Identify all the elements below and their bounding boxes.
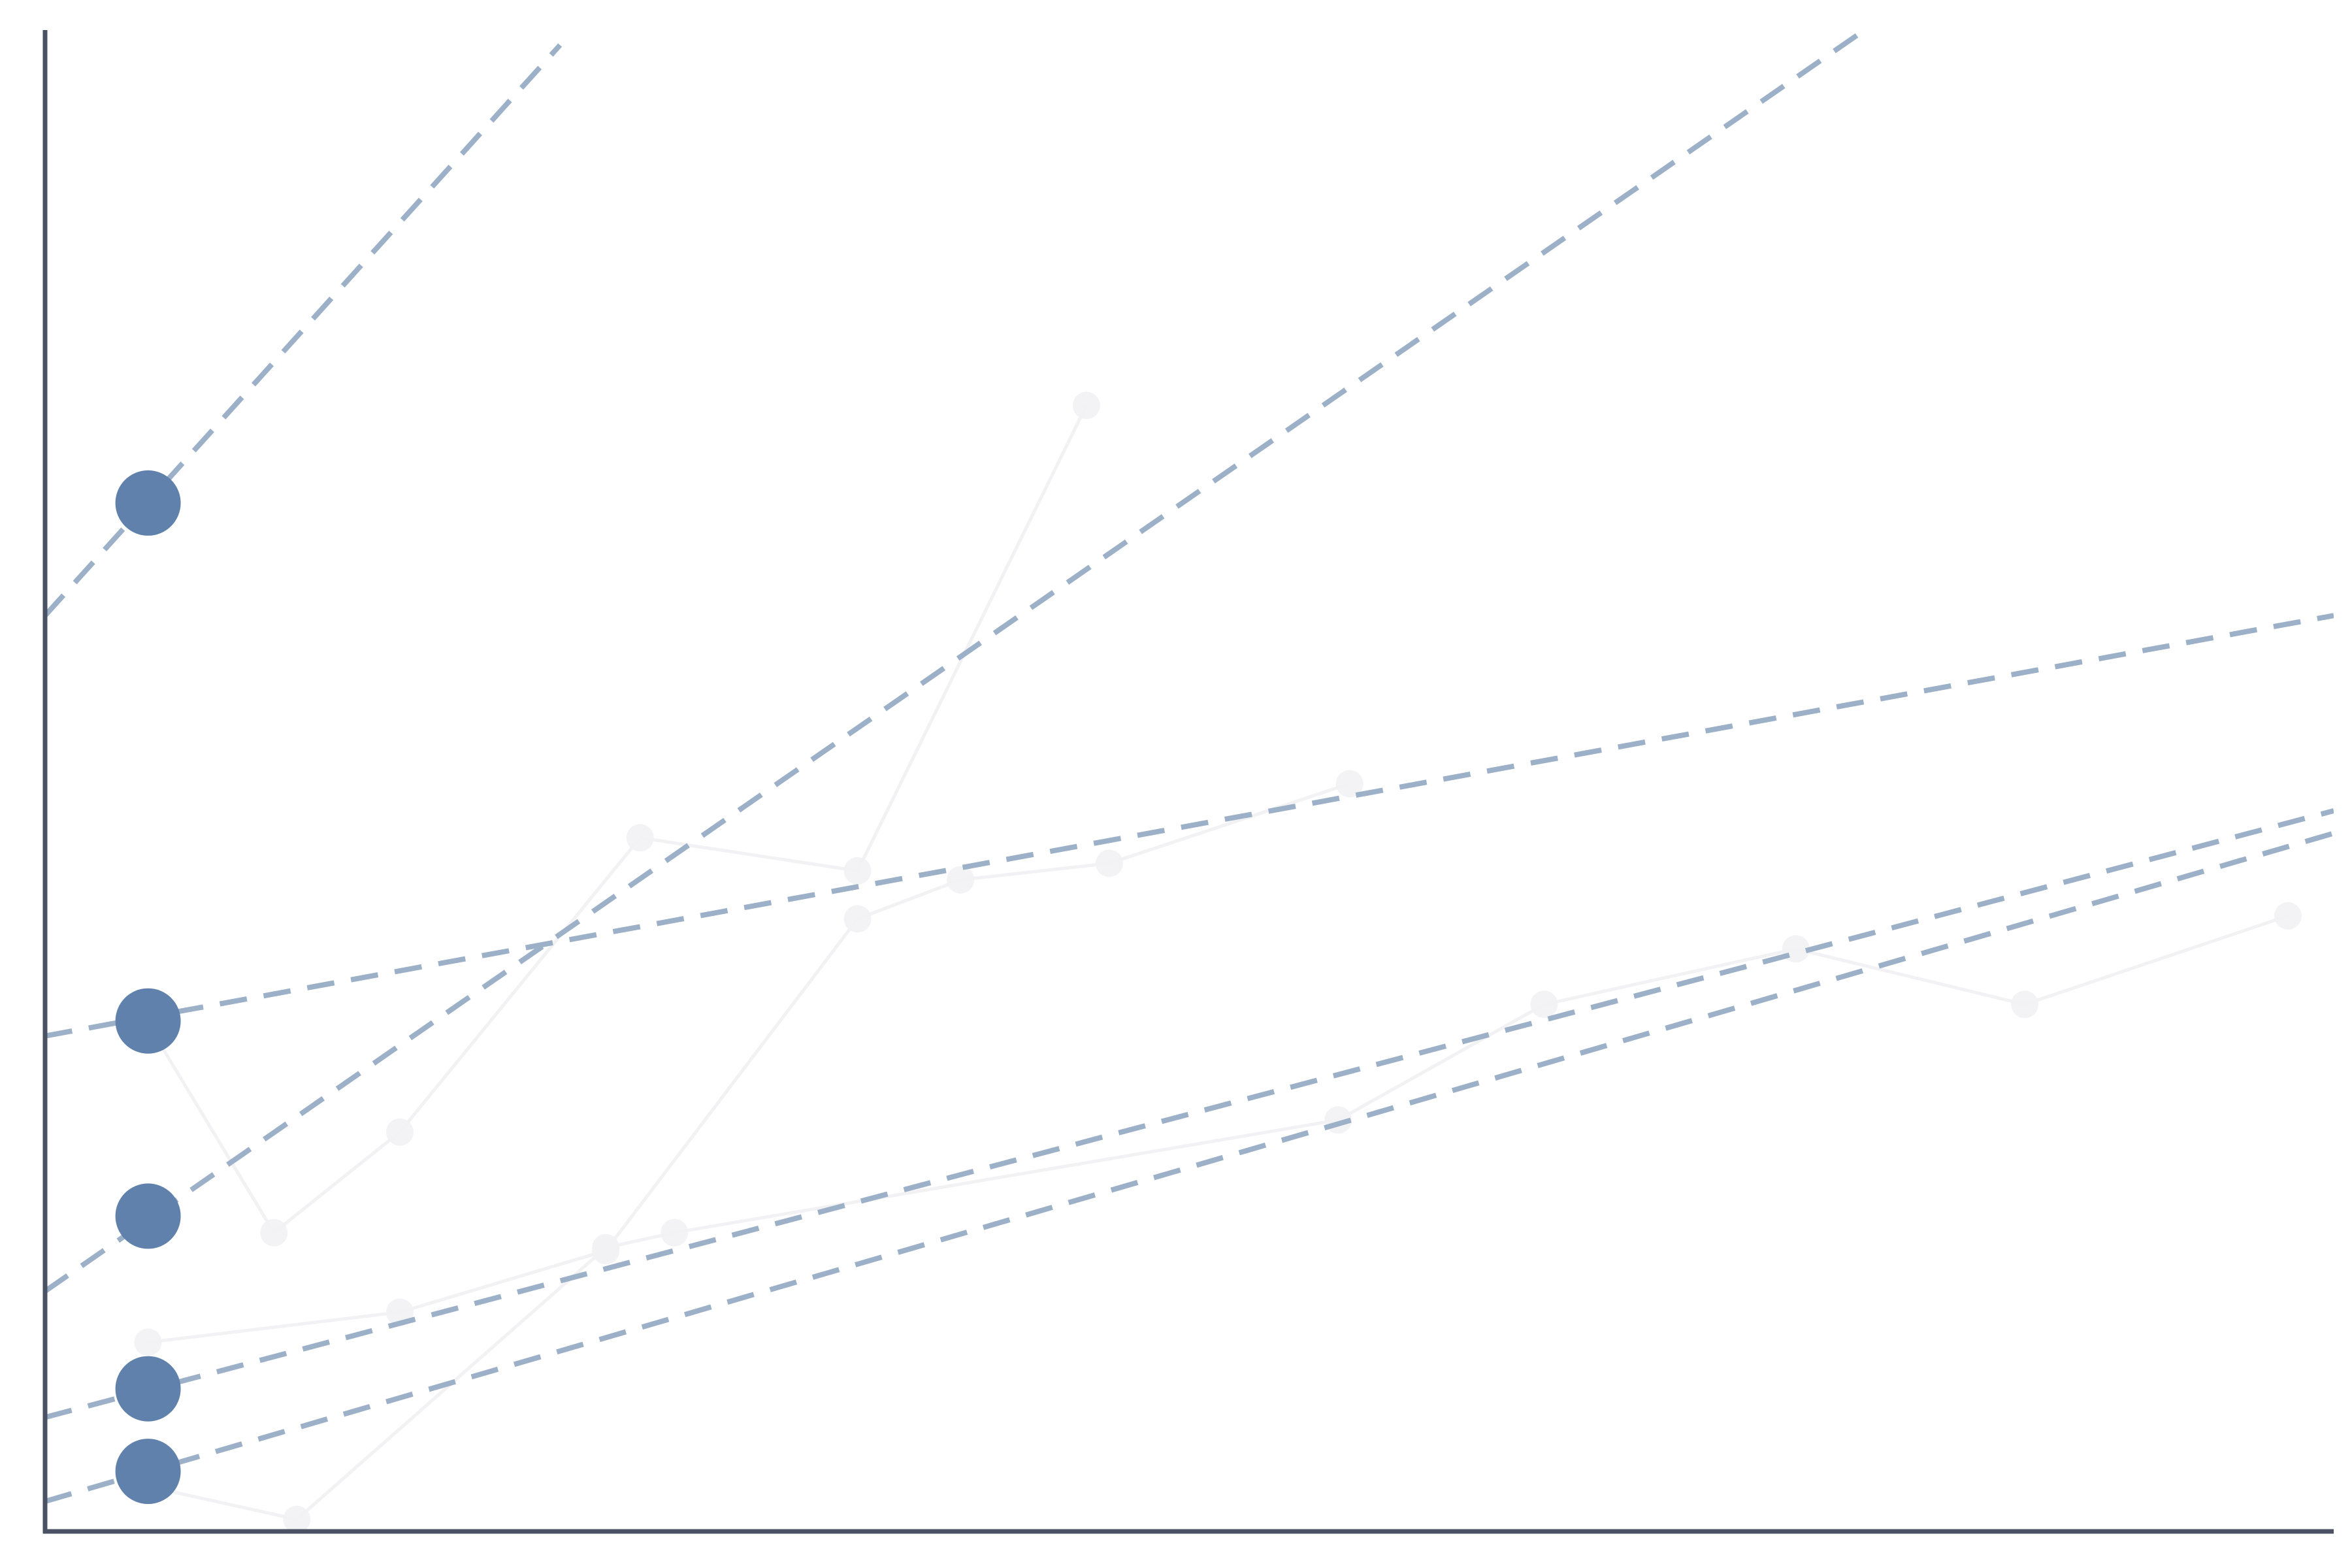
ghost-series-point [386, 1118, 414, 1146]
ghost-series-line [146, 404, 1088, 1235]
data-point [115, 1356, 181, 1422]
data-point [115, 1439, 181, 1505]
ghost-series-point [947, 866, 975, 894]
ghost-series-point [626, 824, 654, 852]
data-point [115, 988, 181, 1054]
trend-line [45, 27, 1867, 1294]
ghost-series-point [2011, 990, 2039, 1019]
ghost-series-point [1530, 990, 1558, 1019]
trend-line-layer [45, 27, 2334, 1504]
ghost-series-point [2274, 902, 2302, 930]
ghost-series-layer [134, 391, 2302, 1531]
trend-line [45, 808, 2334, 1420]
ghost-series-line [148, 914, 2289, 1522]
highlight-point-layer [115, 470, 181, 1505]
ghost-series-point [260, 1218, 288, 1247]
data-point [115, 470, 181, 536]
data-point [115, 1183, 181, 1249]
ghost-series-line [148, 782, 1350, 1344]
axes [42, 30, 2334, 1534]
trend-line [45, 613, 2334, 1039]
ghost-series-point [283, 1505, 311, 1531]
trend-line [45, 43, 563, 617]
ghost-series-point [1072, 391, 1100, 419]
trend-line [45, 830, 2334, 1504]
ghost-series-point [1335, 770, 1364, 798]
ghost-series-point [843, 857, 872, 885]
ghost-series-point [134, 1328, 162, 1356]
ghost-series-point [1095, 849, 1123, 877]
ghost-series-point [843, 905, 872, 933]
ghost-series-point [661, 1218, 689, 1247]
ghost-series-point [592, 1233, 620, 1262]
